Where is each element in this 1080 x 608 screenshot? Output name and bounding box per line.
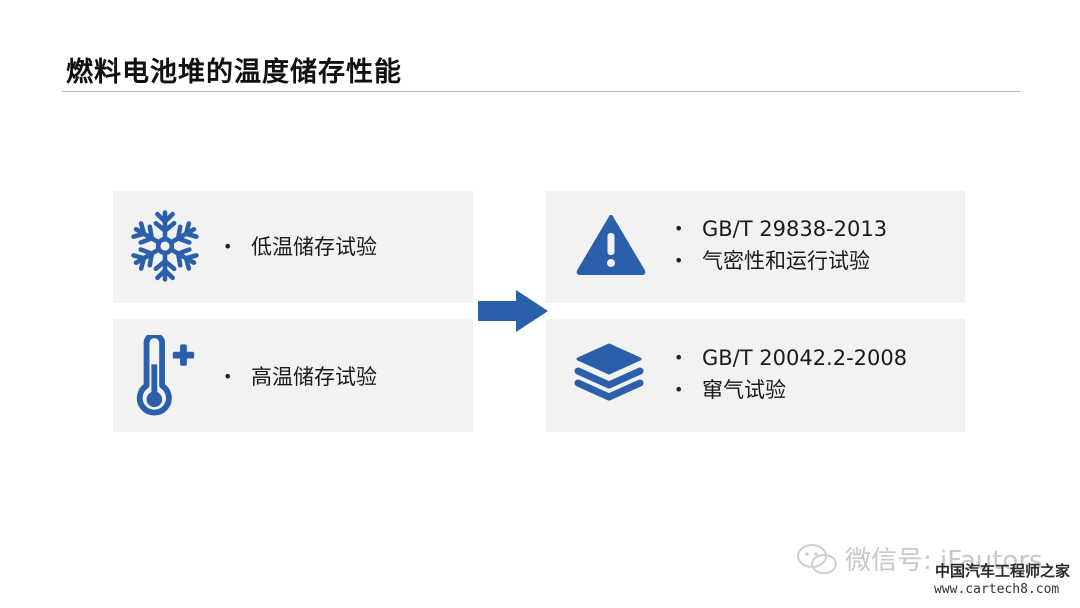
low-temp-list: 低温储存试验 — [223, 231, 377, 263]
wechat-watermark: 微信号: iFautors — [845, 546, 1043, 576]
list-item: 低温储存试验 — [223, 231, 377, 263]
list-item: GB/T 29838-2013 — [674, 213, 887, 245]
leak-test-card: GB/T 20042.2-2008 窜气试验 — [546, 319, 965, 432]
gas-tightness-card: GB/T 29838-2013 气密性和运行试验 — [546, 191, 965, 303]
wechat-icon — [797, 544, 837, 574]
list-item: 窜气试验 — [674, 374, 907, 406]
low-temp-storage-card: 低温储存试验 — [113, 191, 473, 303]
warning-icon — [576, 215, 646, 275]
leak-test-list: GB/T 20042.2-2008 窜气试验 — [674, 342, 907, 406]
layers-icon — [574, 343, 644, 401]
high-temp-list: 高温储存试验 — [223, 361, 377, 393]
list-item: GB/T 20042.2-2008 — [674, 342, 907, 374]
site-watermark-cn: 中国汽车工程师之家 — [935, 562, 1071, 580]
high-temp-storage-card: 高温储存试验 — [113, 319, 473, 432]
title-divider — [62, 91, 1020, 92]
list-item: 高温储存试验 — [223, 361, 377, 393]
page-title: 燃料电池堆的温度储存性能 — [66, 57, 402, 88]
snowflake-icon — [127, 210, 203, 286]
list-item: 气密性和运行试验 — [674, 245, 887, 277]
thermometer-plus-icon — [136, 335, 195, 416]
arrow-right-icon — [478, 290, 548, 332]
site-watermark-url: www.cartech8.com — [934, 582, 1060, 597]
gas-tightness-list: GB/T 29838-2013 气密性和运行试验 — [674, 213, 887, 277]
